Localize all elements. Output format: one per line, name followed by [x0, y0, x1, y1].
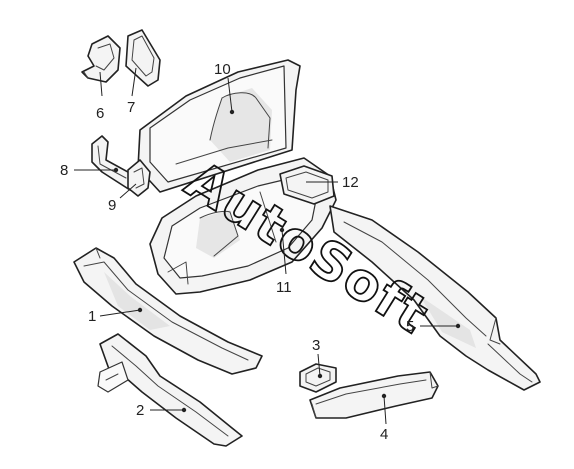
part-5-rail: [329, 205, 541, 391]
part-7-duct: [125, 29, 161, 87]
leader-3: [317, 353, 321, 377]
callout-12: 12: [342, 174, 359, 191]
callout-11: 11: [276, 279, 292, 296]
dot-11: [279, 227, 285, 233]
dot-5: [455, 323, 461, 329]
callout-8: 8: [60, 162, 68, 179]
leader-11: [281, 229, 287, 275]
part-10-upper-panel: [137, 59, 301, 193]
callout-leaders: [74, 67, 461, 425]
callout-9: 9: [108, 197, 116, 214]
part-9-bracket: [127, 159, 151, 197]
callout-2: 2: [136, 402, 144, 419]
callout-6: 6: [96, 105, 104, 122]
part-2-member: [97, 333, 243, 447]
dot-10: [229, 109, 235, 115]
part-12-plate: [279, 165, 335, 205]
leader-4: [383, 395, 387, 425]
callout-10: 10: [214, 61, 231, 78]
part-4-member: [309, 371, 439, 419]
dot-4: [381, 393, 387, 399]
callout-5: 5: [406, 318, 414, 335]
dot-1: [137, 307, 143, 313]
dot-8: [113, 167, 119, 173]
callout-3: 3: [312, 337, 320, 354]
part-6-bracket: [81, 35, 121, 83]
callout-labels: 6 7 10 8 9 12 11 1 5 3 2 4: [60, 61, 414, 443]
leader-7: [131, 67, 137, 97]
callout-1: 1: [88, 308, 96, 325]
leader-10: [227, 77, 233, 113]
dot-3: [317, 373, 323, 379]
callout-7: 7: [127, 99, 135, 116]
leader-6: [99, 71, 103, 97]
leader-9: [119, 183, 137, 199]
part-1-rail: [73, 247, 263, 375]
dot-2: [181, 407, 187, 413]
part-3-clip: [299, 363, 337, 393]
leader-1: [99, 309, 141, 317]
callout-4: 4: [380, 426, 388, 443]
